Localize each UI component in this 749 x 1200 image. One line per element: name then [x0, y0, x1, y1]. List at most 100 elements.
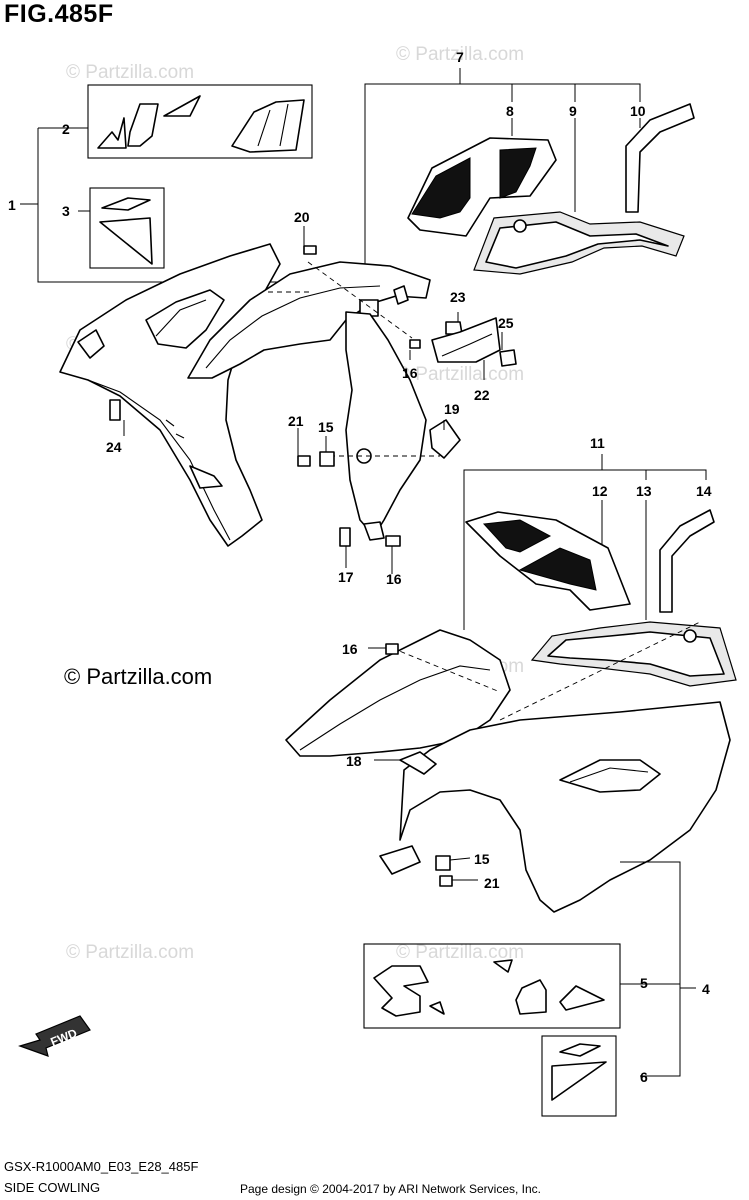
figure-title: FIG.485F: [4, 0, 114, 28]
panel-tab: [393, 285, 409, 305]
callout-8: 8: [506, 103, 514, 119]
leader-line: [620, 983, 696, 989]
decal-set-box: [363, 943, 621, 1029]
bracket-detail: [441, 333, 493, 357]
callout-18: 18: [346, 753, 362, 769]
decal-shape: [429, 1001, 445, 1015]
partzilla-watermark: © Partzilla.com: [64, 664, 213, 689]
callout-11: 11: [590, 435, 605, 451]
callout-23: 23: [450, 289, 466, 305]
watermark: © Partzilla.com: [66, 942, 195, 963]
panel-detail: [205, 285, 381, 369]
nut-25: [499, 349, 517, 367]
bracket-leader: [37, 83, 641, 283]
leader-line: [511, 118, 641, 212]
stay-19: [429, 419, 461, 459]
cowling-vent: [145, 289, 225, 349]
callout-25: 25: [498, 315, 514, 331]
callout-4: 4: [702, 981, 710, 997]
screw-20: [303, 245, 317, 255]
callout-21: 21: [288, 413, 304, 429]
decal-stripe: [659, 509, 715, 613]
callout-9: 9: [569, 103, 577, 119]
decal-shaded-area: [482, 519, 552, 553]
fwd-arrow-icon: FWD: [18, 1015, 91, 1057]
section-name: SIDE COWLING: [4, 1180, 101, 1195]
leader-line: [78, 127, 503, 881]
decal-set-box: [87, 84, 313, 159]
callout-22: 22: [474, 387, 490, 403]
decal-shape: [99, 217, 153, 265]
decal-shape: [515, 979, 547, 1015]
decal-shape: [559, 1043, 601, 1057]
decal-shape: [231, 99, 305, 153]
screw-16: [385, 535, 401, 547]
screw-16: [409, 339, 421, 349]
decal-shape: [101, 197, 151, 211]
grommet-15: [319, 451, 335, 467]
cowling-vent: [559, 759, 661, 793]
watermark: © Partzilla.com: [396, 942, 525, 963]
callout-12: 12: [592, 483, 608, 499]
model-code: GSX-R1000AM0_E03_E28_485F: [4, 1159, 199, 1174]
watermark: © Partzilla.com: [396, 44, 525, 65]
callout-10: 10: [630, 103, 646, 119]
upper-side-cowling: [59, 243, 281, 547]
callout-16: 16: [402, 365, 418, 381]
stay-tab: [363, 521, 385, 541]
callout-19: 19: [444, 401, 460, 417]
callout-21: 21: [484, 875, 500, 891]
callout-7: 7: [456, 49, 464, 65]
decal-lower-stripe-inner: [547, 631, 725, 677]
seal-24: [109, 399, 121, 421]
decal-shape: [559, 985, 605, 1011]
lower-side-cowling: [399, 701, 731, 913]
callout-16: 16: [342, 641, 358, 657]
bracket-leader: [620, 861, 681, 1077]
callout-14: 14: [696, 483, 712, 499]
callout-13: 13: [636, 483, 652, 499]
callout-20: 20: [294, 209, 310, 225]
cowling-edge: [87, 379, 231, 541]
decal-shaded-area: [411, 157, 471, 219]
decal-detail: [257, 103, 289, 147]
callout-2: 2: [62, 121, 70, 137]
decal-set-box: [541, 1035, 617, 1117]
decal-shape: [551, 1061, 607, 1101]
page-credit: Page design © 2004-2017 by ARI Network S…: [240, 1182, 542, 1196]
callout-1: 1: [8, 197, 16, 213]
decal-shape: [493, 959, 513, 973]
cowling-tab: [379, 845, 421, 875]
cowling-tab: [77, 329, 105, 359]
leader-line: [601, 454, 647, 620]
screw-16: [385, 643, 399, 655]
center-inner-stay: [345, 311, 427, 537]
leader-line: [459, 68, 576, 102]
watermark: © Partzilla.com: [396, 364, 525, 385]
decal-shape: [373, 965, 429, 1017]
stay-18: [399, 751, 437, 775]
decal-set-box: [89, 187, 165, 269]
bracket-22: [431, 317, 501, 363]
callout-5: 5: [640, 975, 648, 991]
callout-6: 6: [640, 1069, 648, 1085]
callout-24: 24: [106, 439, 122, 455]
bracket-leader: [463, 469, 707, 630]
decal-shaded-area: [499, 147, 537, 199]
cowling-detail: [165, 419, 185, 439]
vent-detail: [569, 767, 649, 783]
callout-17: 17: [338, 569, 354, 585]
fastener-line: [307, 261, 413, 339]
decal-shape: [97, 117, 127, 149]
seal-17: [339, 527, 351, 547]
decal-shape: [163, 95, 201, 117]
fastener-line: [391, 647, 501, 693]
vent-detail: [155, 299, 207, 337]
decal-stripe: [625, 103, 695, 213]
decal-shape: [127, 103, 159, 147]
decal-shaded-area: [518, 547, 597, 591]
callout-15: 15: [318, 419, 334, 435]
callout-3: 3: [62, 203, 70, 219]
cowling-slot: [189, 465, 223, 489]
